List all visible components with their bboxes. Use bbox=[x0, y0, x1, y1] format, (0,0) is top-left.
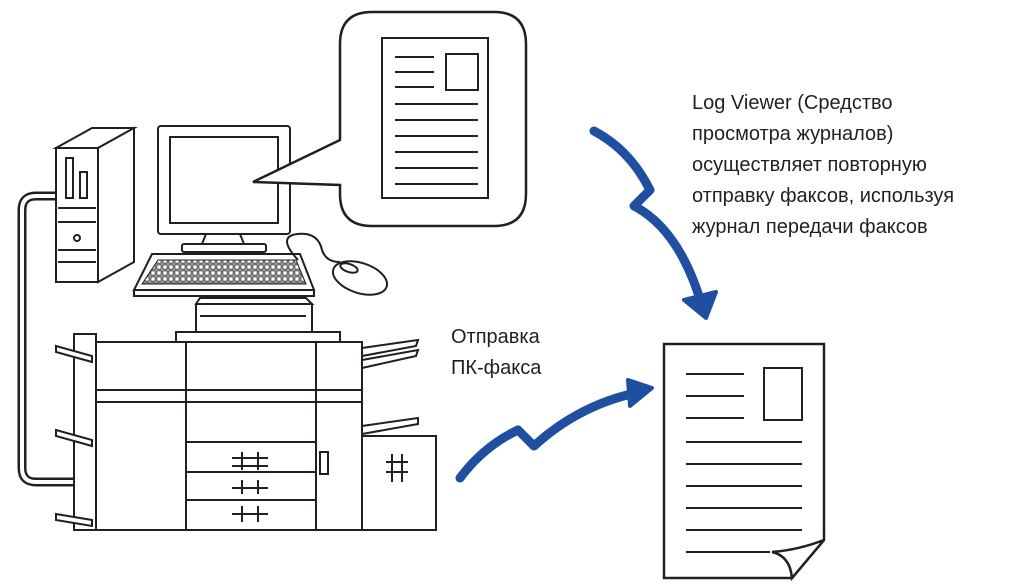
caption-line: Отправка bbox=[451, 326, 540, 348]
caption-line: отправку факсов, используя bbox=[692, 185, 955, 207]
multifunction-printer-icon bbox=[55, 297, 437, 531]
pc-fax-caption: Отправка ПК-факса bbox=[451, 322, 631, 384]
caption-line: Log Viewer (Средство bbox=[692, 92, 893, 114]
keyboard-icon bbox=[132, 253, 316, 297]
computer-tower-icon bbox=[52, 126, 138, 284]
zigzag-arrow-icon bbox=[589, 126, 718, 320]
monitor-icon bbox=[157, 125, 291, 253]
fax-document-icon bbox=[662, 342, 826, 582]
pc-fax-arrow-icon bbox=[455, 378, 654, 483]
document-icon bbox=[381, 37, 489, 199]
log-viewer-caption: Log Viewer (Средство просмотра журналов)… bbox=[692, 88, 1011, 243]
caption-line: журнал передачи факсов bbox=[692, 216, 928, 238]
caption-line: ПК-факса bbox=[451, 357, 542, 379]
cable-line-inner bbox=[20, 194, 97, 484]
caption-line: просмотра журналов) bbox=[692, 123, 894, 145]
caption-line: осуществляет повторную bbox=[692, 154, 927, 176]
mouse-icon bbox=[286, 232, 389, 296]
